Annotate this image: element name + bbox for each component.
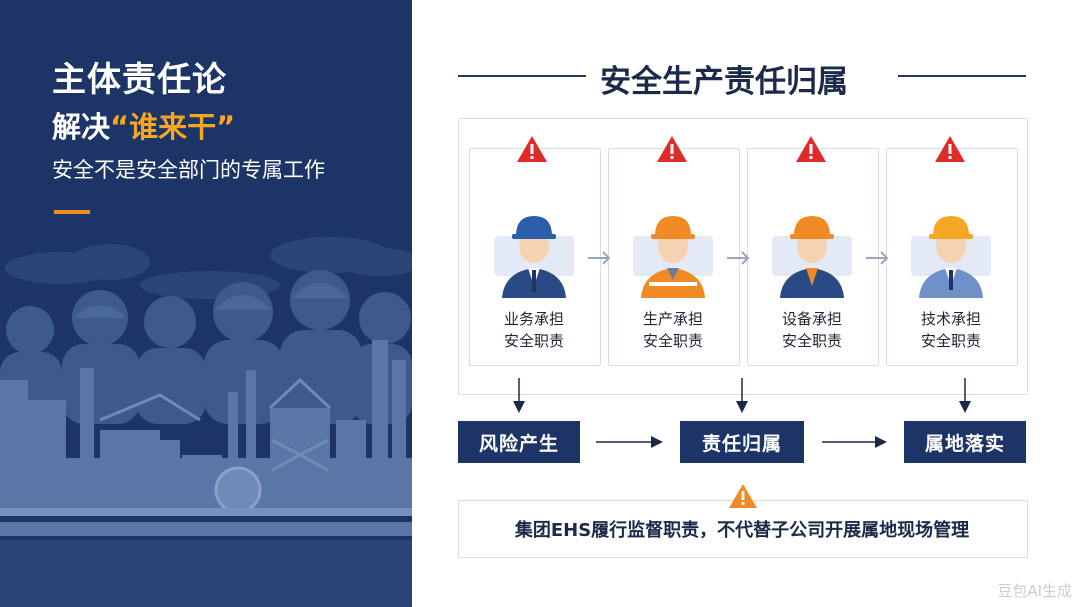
warning-icon <box>657 136 687 162</box>
card-label-line1: 生产承担 <box>642 310 703 328</box>
warning-icon <box>729 484 757 508</box>
card-label: 设备承担安全职责 <box>747 308 877 352</box>
warning-icon <box>796 136 826 162</box>
card-label: 生产承担安全职责 <box>608 308 738 352</box>
title-rule-left <box>458 75 586 77</box>
worker-engineer-icon <box>911 216 991 298</box>
left-title-line2: 解决“谁来干” <box>52 104 235 146</box>
worker-orange-helmet-icon <box>772 216 852 298</box>
worker-blue-helmet-icon <box>494 216 574 298</box>
worker-orange-vest-icon <box>633 216 713 298</box>
card-label-line2: 安全职责 <box>920 332 981 350</box>
left-panel: 主体责任论 解决“谁来干” 安全不是安全部门的专属工作 <box>0 0 412 607</box>
card-label-line1: 技术承担 <box>920 310 981 328</box>
card-label-line2: 安全职责 <box>781 332 842 350</box>
card-label-line2: 安全职责 <box>503 332 564 350</box>
left-title: 主体责任论 <box>52 60 227 100</box>
supervision-note-box <box>458 500 1028 558</box>
title-line2-prefix: 解决 <box>52 110 111 144</box>
watermark: 豆包AI生成 <box>997 582 1072 600</box>
flow-territorial-implementation: 属地落实 <box>904 421 1026 463</box>
card-label-line1: 设备承担 <box>781 310 842 328</box>
supervision-note: 集团EHS履行监督职责，不代替子公司开展属地现场管理 <box>514 520 970 541</box>
card-label-line2: 安全职责 <box>642 332 703 350</box>
title-line2-highlight: “谁来干” <box>110 110 236 144</box>
card-label-line1: 业务承担 <box>503 310 564 328</box>
card-label: 技术承担安全职责 <box>886 308 1016 352</box>
right-title: 安全生产责任归属 <box>600 64 848 100</box>
warning-icon <box>935 136 965 162</box>
flow-responsibility-attribution: 责任归属 <box>680 421 804 463</box>
left-subtitle: 安全不是安全部门的专属工作 <box>52 158 325 182</box>
title-rule-right <box>898 75 1026 77</box>
flow-risk-generation: 风险产生 <box>458 421 580 463</box>
accent-divider <box>54 210 90 214</box>
card-label: 业务承担安全职责 <box>469 308 599 352</box>
warning-icon <box>517 136 547 162</box>
industrial-silhouette-illustration <box>0 237 412 607</box>
